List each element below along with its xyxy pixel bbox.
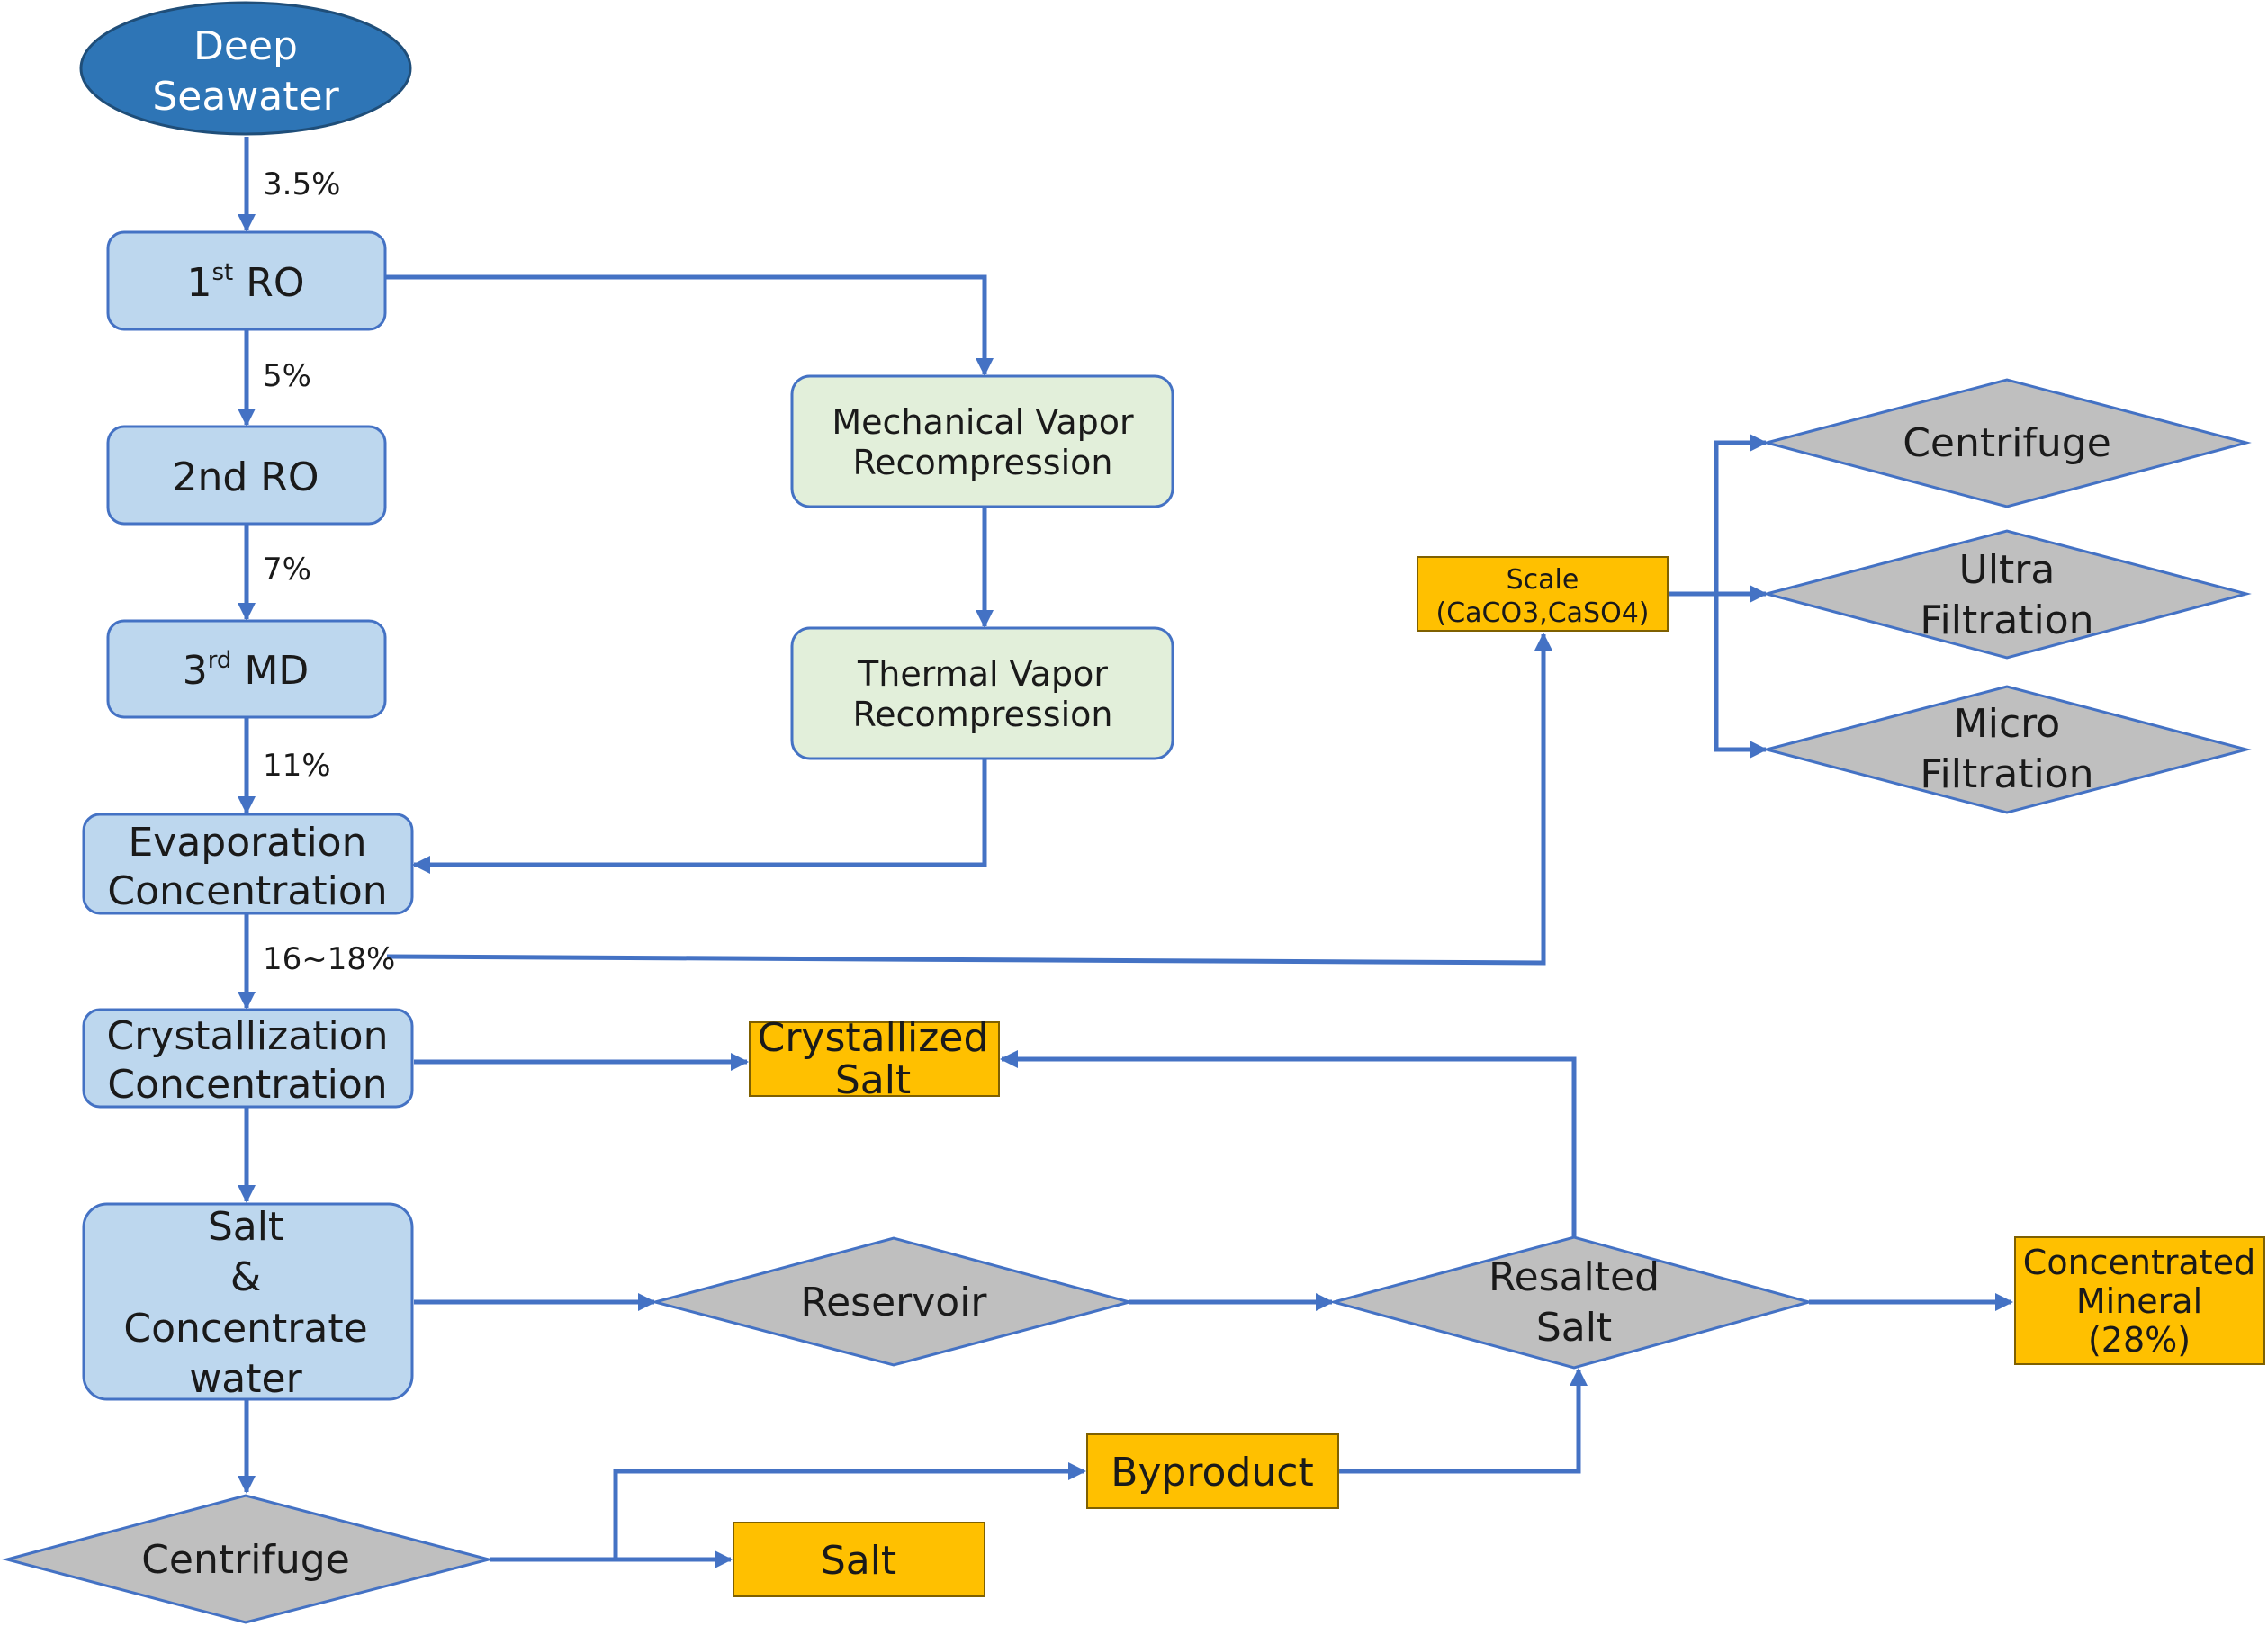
- node-resalted-salt: Resalted Salt: [1328, 1235, 1814, 1370]
- flow-arrows: [238, 137, 2013, 1568]
- svg-text:Recompression: Recompression: [852, 695, 1112, 734]
- node-deep-seawater: Deep Seawater: [79, 1, 412, 136]
- node-1st-ro: 1st RO: [106, 230, 387, 331]
- node-reservoir: Reservoir: [650, 1236, 1135, 1367]
- percent-label-16-18: 16~18%: [263, 941, 395, 977]
- node-crystallized-salt: Crystallized Salt: [749, 1015, 1000, 1103]
- svg-text:Crystallization: Crystallization: [106, 1013, 388, 1059]
- node-thermal-vapor-recompression: Thermal Vapor Recompression: [790, 626, 1174, 760]
- node-evaporation-concentration: Evaporation Concentration: [82, 813, 414, 915]
- svg-text:Salt: Salt: [208, 1204, 284, 1250]
- svg-text:Concentration: Concentration: [107, 1062, 387, 1108]
- svg-text:Resalted: Resalted: [1489, 1254, 1660, 1300]
- svg-text:Recompression: Recompression: [852, 443, 1112, 482]
- edge-byproduct-to-resalted-salt: [1338, 1368, 1588, 1474]
- edge-evaporation-to-scale: [386, 633, 1552, 966]
- svg-text:Concentration: Concentration: [107, 868, 387, 914]
- svg-text:2nd RO: 2nd RO: [172, 454, 319, 500]
- node-centrifuge-right: Centrifuge: [1761, 378, 2252, 508]
- svg-text:Mineral: Mineral: [2076, 1281, 2202, 1321]
- svg-text:Byproduct: Byproduct: [1111, 1450, 1313, 1496]
- svg-text:Reservoir: Reservoir: [800, 1280, 987, 1325]
- svg-text:(28%): (28%): [2088, 1320, 2191, 1360]
- svg-text:1st RO: 1st RO: [187, 259, 305, 306]
- svg-text:(CaCO3,CaSO4): (CaCO3,CaSO4): [1436, 597, 1650, 629]
- node-3rd-md: 3rd MD: [106, 619, 387, 719]
- svg-text:&: &: [230, 1254, 261, 1300]
- svg-text:Ultra: Ultra: [1959, 547, 2056, 593]
- svg-text:Salt: Salt: [821, 1538, 896, 1584]
- edge-resalted-salt-to-crystallized-salt: [1000, 1050, 1577, 1237]
- svg-text:Mechanical Vapor: Mechanical Vapor: [832, 402, 1134, 442]
- svg-text:Micro: Micro: [1954, 701, 2060, 747]
- node-concentrated-mineral: Concentrated Mineral (28%): [2014, 1236, 2265, 1365]
- node-salt: Salt: [733, 1522, 986, 1597]
- percent-label-3-5: 3.5%: [263, 166, 340, 202]
- edge-ro1-to-mvr: [385, 274, 994, 376]
- svg-text:Concentrated: Concentrated: [2023, 1243, 2255, 1282]
- edge-centrifuge-to-byproduct: [613, 1462, 1086, 1559]
- svg-text:Salt: Salt: [835, 1057, 911, 1103]
- edge-tvr-to-evaporation: [412, 759, 987, 874]
- node-scale: Scale (CaCO3,CaSO4): [1417, 556, 1669, 632]
- svg-text:Filtration: Filtration: [1920, 597, 2093, 643]
- node-micro-filtration: Micro Filtration: [1761, 685, 2252, 814]
- svg-text:Centrifuge: Centrifuge: [141, 1537, 350, 1583]
- svg-text:Centrifuge: Centrifuge: [1903, 420, 2111, 466]
- node-mechanical-vapor-recompression: Mechanical Vapor Recompression: [790, 374, 1174, 508]
- edge-scale-to-micro-filtration: [1714, 594, 1768, 759]
- node-byproduct: Byproduct: [1086, 1433, 1339, 1509]
- node-crystallization-concentration: Crystallization Concentration: [82, 1008, 414, 1109]
- node-salt-concentrate-water: Salt & Concentrate water: [82, 1202, 414, 1402]
- svg-text:water: water: [189, 1356, 302, 1402]
- svg-text:Salt: Salt: [1536, 1305, 1612, 1351]
- node-centrifuge-bottom: Centrifuge: [2, 1494, 494, 1624]
- node-ultra-filtration: Ultra Filtration: [1761, 529, 2252, 660]
- edge-scale-to-centrifuge: [1670, 434, 1768, 597]
- percent-label-11: 11%: [263, 748, 331, 784]
- svg-text:Scale: Scale: [1507, 564, 1580, 596]
- svg-text:Evaporation: Evaporation: [129, 820, 367, 866]
- svg-text:Filtration: Filtration: [1920, 751, 2093, 797]
- svg-text:Thermal Vapor: Thermal Vapor: [857, 654, 1108, 694]
- svg-text:Deep: Deep: [194, 23, 298, 69]
- svg-text:Seawater: Seawater: [152, 74, 339, 120]
- svg-text:Crystallized: Crystallized: [758, 1015, 989, 1061]
- node-2nd-ro: 2nd RO: [106, 425, 387, 526]
- percent-label-5: 5%: [263, 358, 311, 394]
- svg-text:Concentrate: Concentrate: [123, 1306, 367, 1352]
- svg-text:3rd MD: 3rd MD: [183, 647, 310, 694]
- percent-label-7: 7%: [263, 552, 311, 588]
